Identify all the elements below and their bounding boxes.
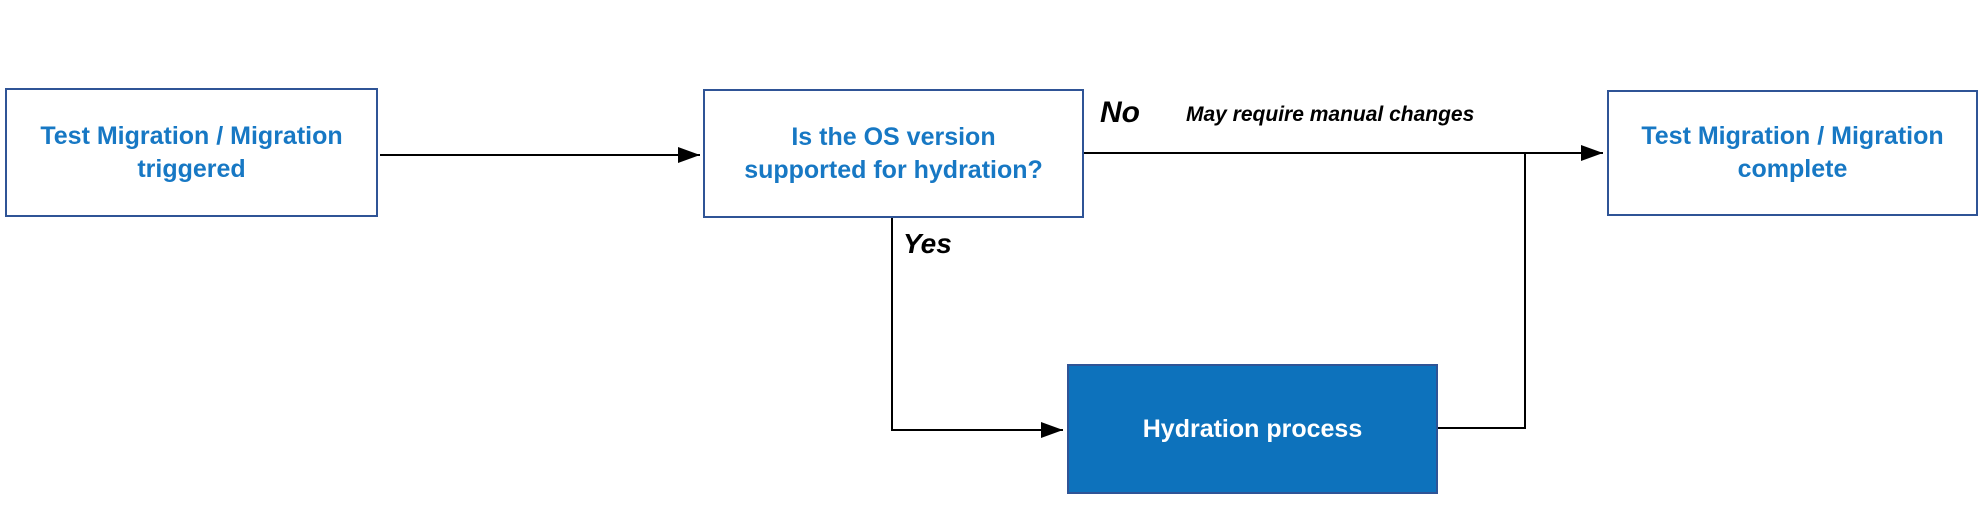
edge-yes-to-hydration [891, 218, 1063, 438]
node-test-migration-complete: Test Migration / Migration complete [1607, 90, 1978, 216]
edge-label-may-require-manual-changes: May require manual changes [1186, 103, 1475, 126]
node-hydration-process: Hydration process [1067, 364, 1438, 494]
edge-label-yes: Yes [903, 228, 952, 259]
edge-label-no: No [1100, 96, 1140, 129]
node-os-version-decision: Is the OS version supported for hydratio… [703, 89, 1084, 218]
node-test-migration-triggered: Test Migration / Migration triggered [5, 88, 378, 217]
edge-hydration-return [1438, 154, 1526, 429]
